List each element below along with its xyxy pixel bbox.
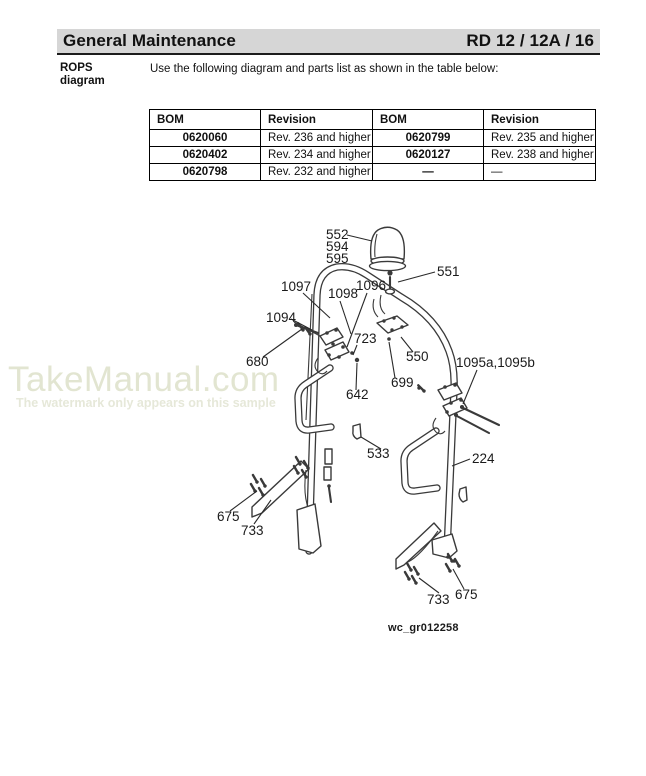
part-label: 723 (354, 331, 377, 346)
leader-line (253, 499, 272, 525)
right-foot-group (395, 522, 464, 587)
left-foot-group (246, 455, 333, 554)
part-label: 594 (326, 239, 349, 254)
side-label-line2: diagram (60, 74, 105, 87)
bom-cell: 0620402 (149, 146, 261, 164)
page-title: General Maintenance (63, 31, 236, 50)
part-label: 733 (241, 523, 264, 538)
leader-line (388, 341, 396, 379)
part-label: 699 (391, 375, 414, 390)
rops-frame (306, 267, 454, 551)
right-grab-handle (404, 431, 437, 491)
bom-cell: — (372, 163, 484, 181)
leader-line (400, 336, 414, 353)
part-label: 642 (346, 387, 369, 402)
watermark-title: TakeManual.com (8, 360, 280, 399)
leader-line (355, 362, 358, 391)
watermark-subtitle: The watermark only appears on this sampl… (16, 396, 276, 410)
beacon-bolt (384, 270, 396, 295)
left-leg-slots (323, 448, 333, 481)
part-label: 1096 (356, 278, 386, 293)
part-label: 1098 (328, 286, 358, 301)
part-label: 1094 (266, 310, 297, 325)
leader-line (397, 271, 436, 283)
leader-line (290, 318, 313, 331)
leader-line (229, 490, 258, 512)
side-label-line1: ROPS (60, 62, 93, 74)
strap-clip-right (458, 486, 468, 503)
strap-clip-left (352, 423, 362, 440)
part-label: 733 (427, 592, 450, 607)
part-label: 680 (246, 354, 269, 369)
part-label: 675 (217, 509, 240, 524)
leader-line (462, 369, 478, 405)
leader-line (346, 292, 368, 348)
part-label: 551 (437, 264, 460, 279)
table-row: 0620798 Rev. 232 and higher — — (149, 163, 596, 181)
bom-revision-table: BOM Revision BOM Revision 0620060 Rev. 2… (149, 109, 596, 181)
leader-line (352, 344, 358, 356)
page-header-bar: General Maintenance RD 12 / 12A / 16 (57, 29, 600, 55)
part-label: 224 (472, 451, 495, 466)
bom-cell: 0620060 (149, 129, 261, 147)
part-label: 1097 (281, 279, 311, 294)
part-label: 1095a,1095b (456, 355, 535, 370)
leader-line (360, 436, 382, 450)
leader-line (451, 458, 471, 467)
table-row: 0620402 Rev. 234 and higher 0620127 Rev.… (149, 146, 596, 164)
leader-line (418, 577, 440, 594)
left-hinge-group (293, 321, 360, 375)
intro-text: Use the following diagram and parts list… (150, 63, 499, 75)
bom-cell: 0620127 (372, 146, 484, 164)
part-label: 550 (406, 349, 429, 364)
leader-line (346, 234, 373, 242)
bom-cell: 0620798 (149, 163, 261, 181)
part-label: 533 (367, 446, 390, 461)
part-label: 552 (326, 227, 349, 242)
revision-cell: Rev. 234 and higher (260, 146, 373, 164)
leader-line (452, 568, 465, 590)
revision-cell: — (483, 163, 596, 181)
revision-cell: Rev. 232 and higher (260, 163, 373, 181)
section-side-label: ROPS diagram (60, 62, 145, 87)
right-hinge-group (415, 382, 501, 435)
leader-line (302, 292, 331, 319)
model-number: RD 12 / 12A / 16 (466, 31, 594, 50)
figure-code: wc_gr012258 (388, 622, 459, 634)
part-label: 675 (455, 587, 478, 602)
part-label: 595 (326, 251, 349, 266)
leader-line (262, 328, 303, 358)
table-header-row: BOM Revision BOM Revision (149, 109, 596, 130)
leader-line (339, 300, 352, 335)
revision-cell: Rev. 238 and higher (483, 146, 596, 164)
beacon-light (368, 226, 407, 272)
bracket-550 (372, 294, 409, 341)
